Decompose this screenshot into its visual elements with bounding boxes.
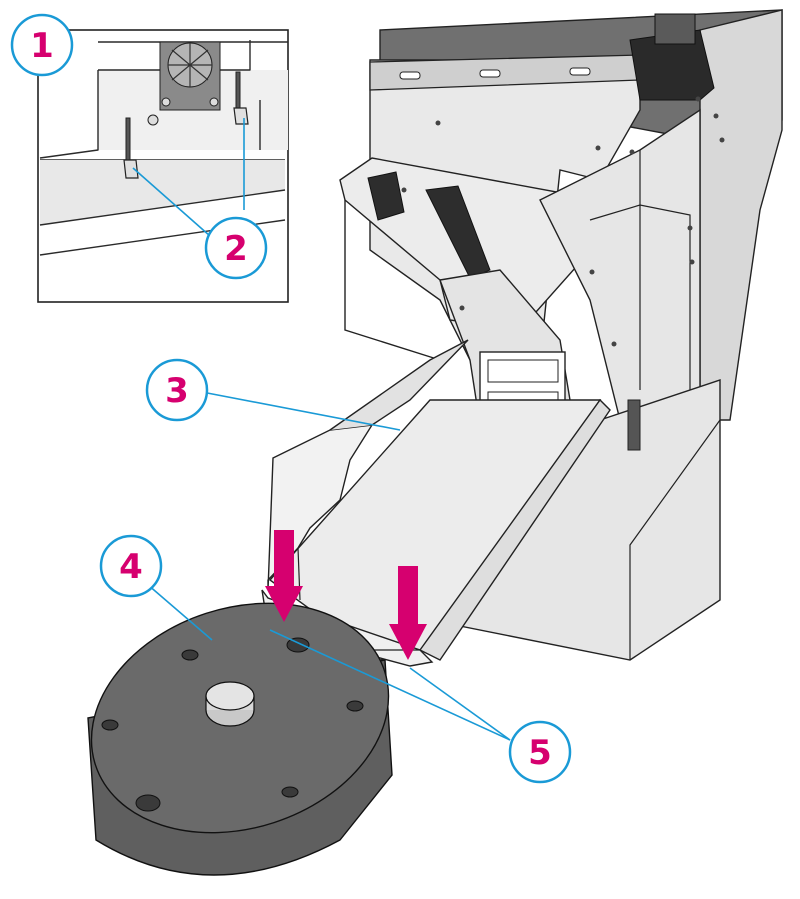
callout-3-label: 3 [165, 371, 189, 411]
leader-line-3 [201, 391, 401, 431]
callout-2-label: 2 [224, 229, 248, 269]
down-arrow-left [265, 530, 303, 622]
leader-line-2a [132, 167, 211, 237]
inset-detail-view [37, 29, 289, 303]
callout-4: 4 [99, 534, 163, 598]
leader-line-5b [409, 667, 511, 741]
leader-line-5a [269, 629, 511, 741]
printer-body [339, 9, 783, 661]
fan-icon [147, 41, 221, 126]
callout-4-label: 4 [119, 547, 143, 587]
spindle-base [87, 602, 393, 876]
callout-1-label: 1 [30, 26, 54, 66]
callout-5: 5 [508, 720, 572, 784]
callout-3: 3 [145, 358, 209, 422]
down-arrow-right [389, 566, 427, 660]
callout-1: 1 [10, 13, 74, 77]
callout-2: 2 [204, 216, 268, 280]
mounting-hook-left [123, 117, 139, 179]
callout-5-label: 5 [528, 733, 552, 773]
